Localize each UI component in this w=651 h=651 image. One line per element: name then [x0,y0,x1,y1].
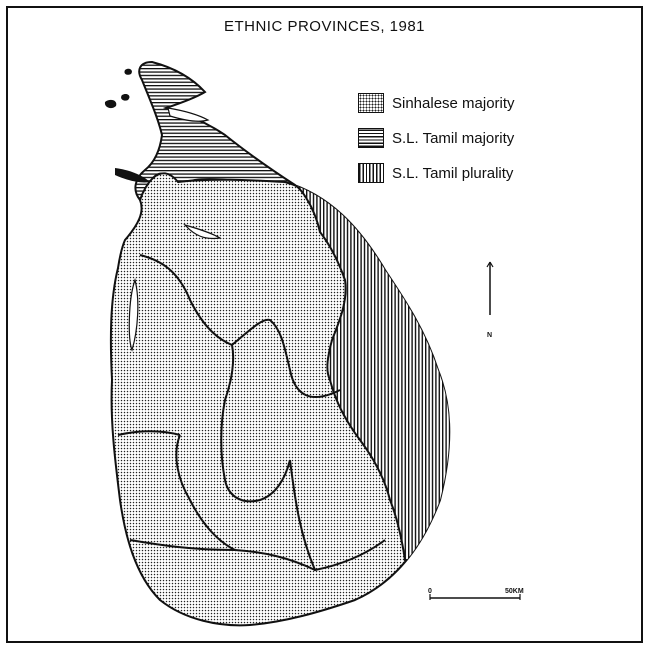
lagoon [128,277,139,352]
mannar-island [115,168,150,183]
legend: Sinhalese majority S.L. Tamil majority S… [358,90,515,195]
scale-bar: 0 50KM [428,588,524,600]
legend-label: Sinhalese majority [392,94,515,112]
legend-label: S.L. Tamil plurality [392,164,514,182]
north-arrow-icon: N [486,261,494,339]
north-arrow-label: N [487,332,492,339]
vertical-hatch-swatch [358,163,384,183]
island [124,68,132,75]
island [121,93,130,101]
legend-item-tamil-majority: S.L. Tamil majority [358,125,515,151]
map-title: ETHNIC PROVINCES, 1981 [223,18,426,35]
horizontal-hatch-swatch [358,128,384,148]
legend-item-sinhalese-majority: Sinhalese majority [358,90,515,116]
island [104,99,117,109]
scale-end-label: 50KM [505,588,524,595]
jaffna-lagoon [167,107,210,122]
scale-start-label: 0 [428,588,432,595]
legend-label: S.L. Tamil majority [392,129,515,147]
legend-item-tamil-plurality: S.L. Tamil plurality [358,160,515,186]
district-boundaries [117,254,386,572]
dot-pattern-swatch [358,93,384,113]
lagoon [183,223,222,240]
